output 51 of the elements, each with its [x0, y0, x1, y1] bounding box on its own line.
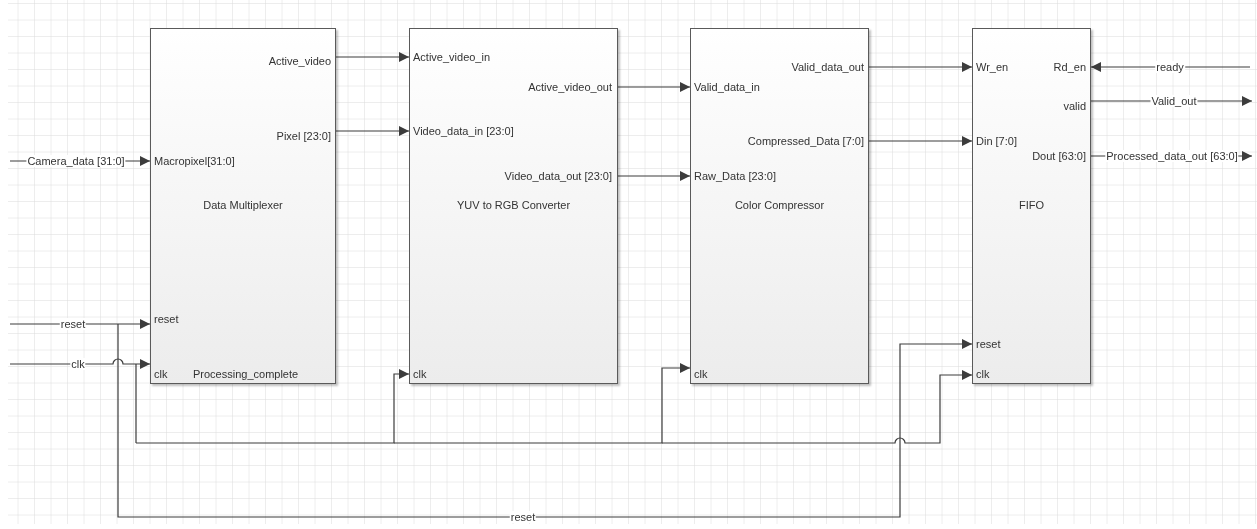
port-label: Rd_en: [1053, 61, 1086, 74]
signal-label: Processed_data_out [63:0]: [1105, 150, 1239, 162]
arrow: [335, 126, 410, 136]
port-label: Pixel [23:0]: [276, 130, 331, 143]
arrow: [617, 171, 691, 181]
arrow: [117, 323, 973, 518]
port-label: Raw_Data [23:0]: [694, 170, 776, 183]
port-label: valid: [1063, 100, 1086, 113]
module-name: FIFO: [1017, 199, 1046, 212]
signal-label: reset: [509, 511, 537, 523]
port-label: Active_video: [268, 55, 331, 68]
signal-label: Camera_data [31:0]: [26, 155, 126, 167]
module-block: [690, 28, 869, 384]
port-label: Video_data_in [23:0]: [413, 125, 514, 138]
arrow: [617, 82, 691, 92]
port-label: Macropixel[31:0]: [154, 155, 235, 168]
port-label: clk: [694, 368, 708, 381]
module-block: [972, 28, 1091, 384]
port-label: Processing_complete: [193, 368, 299, 381]
arrow: [335, 52, 410, 62]
port-label: Dout [63:0]: [1032, 150, 1086, 163]
port-label: reset: [154, 313, 179, 326]
signal-label: ready: [1155, 61, 1185, 73]
arrow: [1090, 62, 1251, 72]
port-label: Active_video_out: [528, 81, 612, 94]
arrow: [9, 319, 151, 329]
signal-label: Valid_out: [1150, 95, 1198, 107]
arrow: [868, 136, 973, 146]
port-label: Active_video_in: [413, 51, 491, 64]
arrow: [135, 369, 410, 444]
signal-label: clk: [70, 358, 86, 370]
module-block: [150, 28, 336, 384]
arrow: [393, 363, 691, 444]
port-label: Wr_en: [976, 61, 1009, 74]
port-label: Valid_data_in: [694, 81, 760, 94]
arrow: [9, 358, 151, 444]
port-label: Compressed_Data [7:0]: [747, 135, 864, 148]
arrow: [661, 370, 973, 444]
port-label: Valid_data_out: [791, 61, 864, 74]
port-label: clk: [413, 368, 427, 381]
arrow: [868, 62, 973, 72]
port-label: Din [7:0]: [976, 135, 1017, 148]
port-label: Video_data_out [23:0]: [504, 170, 612, 183]
module-block: [409, 28, 618, 384]
module-name: Color Compressor: [733, 199, 826, 212]
module-name: Data Multiplexer: [202, 199, 284, 212]
port-label: clk: [154, 368, 168, 381]
module-name: YUV to RGB Converter: [455, 199, 572, 212]
signal-label: reset: [59, 318, 87, 330]
port-label: clk: [976, 368, 990, 381]
port-label: reset: [976, 338, 1001, 351]
